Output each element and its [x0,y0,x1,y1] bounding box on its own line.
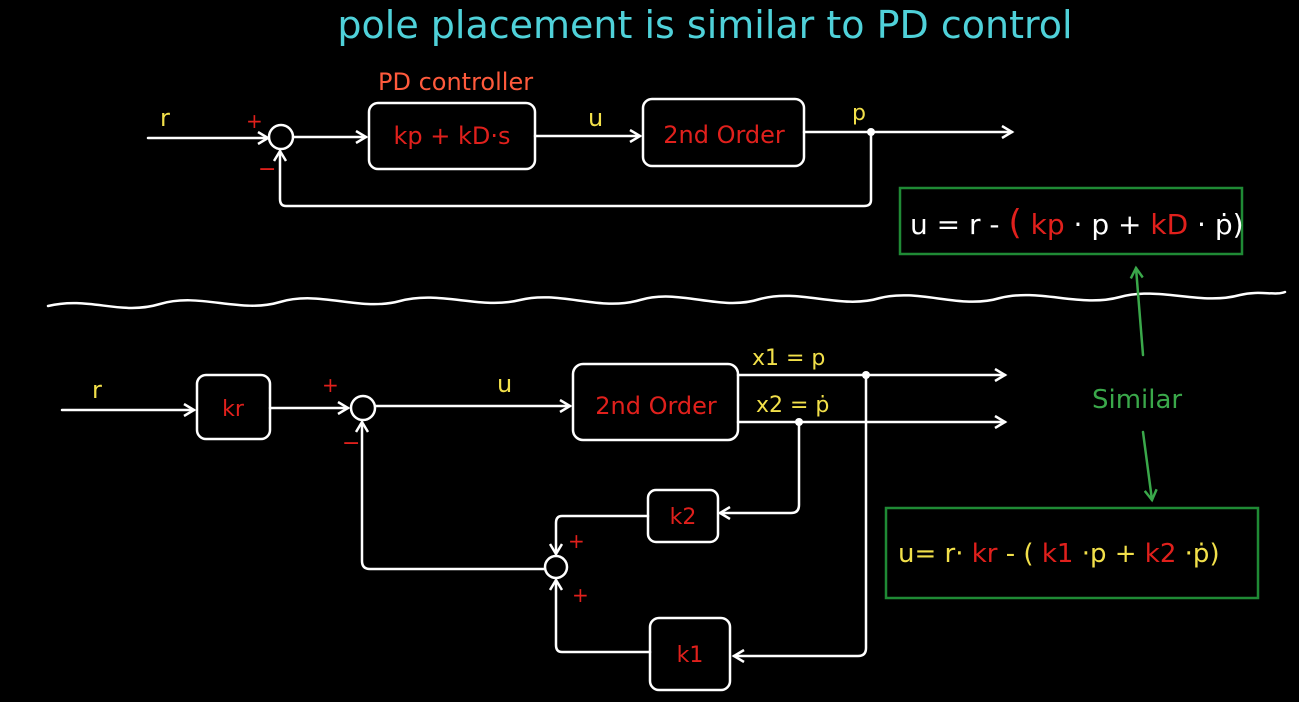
x1-feedback-path [734,373,868,656]
x2-output-label: x2 = ṗ [756,393,829,418]
equation-bottom-k2: k2 [1145,539,1177,569]
k1-output-path [556,580,652,654]
equation-bottom-box [884,506,1260,600]
bottom-minus-sign: − [342,431,360,456]
similar-label: Similar [1092,385,1182,415]
top-input-r: r [160,104,170,132]
k1-block [648,616,732,692]
similar-arrow-up [1136,268,1145,357]
equation-bottom-mid1: - ( [1006,539,1034,569]
equation-top-mid: · p + [1074,208,1142,241]
k1-block-label: k1 [677,643,704,668]
lower-summing-junction [543,554,569,580]
equation-top: u = r - ( kp · p + kD · ṗ) [910,203,1244,243]
lower-plus-bottom: + [572,583,589,607]
equation-top-box [898,186,1244,256]
top-summing-junction [267,123,295,151]
kr-block-label: kr [222,397,245,422]
page-title: pole placement is similar to PD control [337,3,1072,47]
x2-feedback-path [720,420,801,513]
bottom-plant-label: 2nd Order [595,392,717,420]
equation-bottom-k1: k1 [1042,539,1074,569]
equation-top-lhs: u = r - [910,208,1000,241]
section-divider [46,290,1287,310]
equation-bottom-lhs: u= r· [898,539,963,569]
equation-top-kp: kp [1031,208,1065,241]
top-plus-sign: + [246,109,263,133]
lower-plus-top: + [568,529,585,553]
top-signal-u: u [588,104,603,132]
similar-arrow-down [1141,430,1152,500]
top-minus-sign: − [258,157,276,182]
equation-top-kd: kD [1150,208,1188,241]
k2-output-path [556,514,650,554]
pd-controller-label: PD controller [378,68,533,96]
bottom-plus-sign: + [322,373,339,397]
bottom-signal-u: u [497,370,512,398]
equation-bottom-mid2: ·p + [1082,539,1137,569]
top-plant-label: 2nd Order [663,121,785,149]
top-output-p: p [852,101,866,126]
x1-output-label: x1 = p [752,346,825,371]
equation-bottom-tail: ·ṗ) [1185,539,1220,569]
bottom-summing-junction [349,394,377,422]
lower-feedback-path [362,422,547,571]
bottom-plant-block [571,362,740,442]
pd-controller-expression: kp + kD·s [393,122,510,150]
k2-block-label: k2 [670,505,697,530]
bottom-input-r: r [92,376,102,404]
equation-bottom: u= r· kr - ( k1 ·p + k2 ·ṗ) [898,539,1220,569]
top-feedback-path [280,130,873,208]
equation-bottom-kr: kr [972,539,998,569]
equation-top-tail: · ṗ) [1197,208,1244,241]
